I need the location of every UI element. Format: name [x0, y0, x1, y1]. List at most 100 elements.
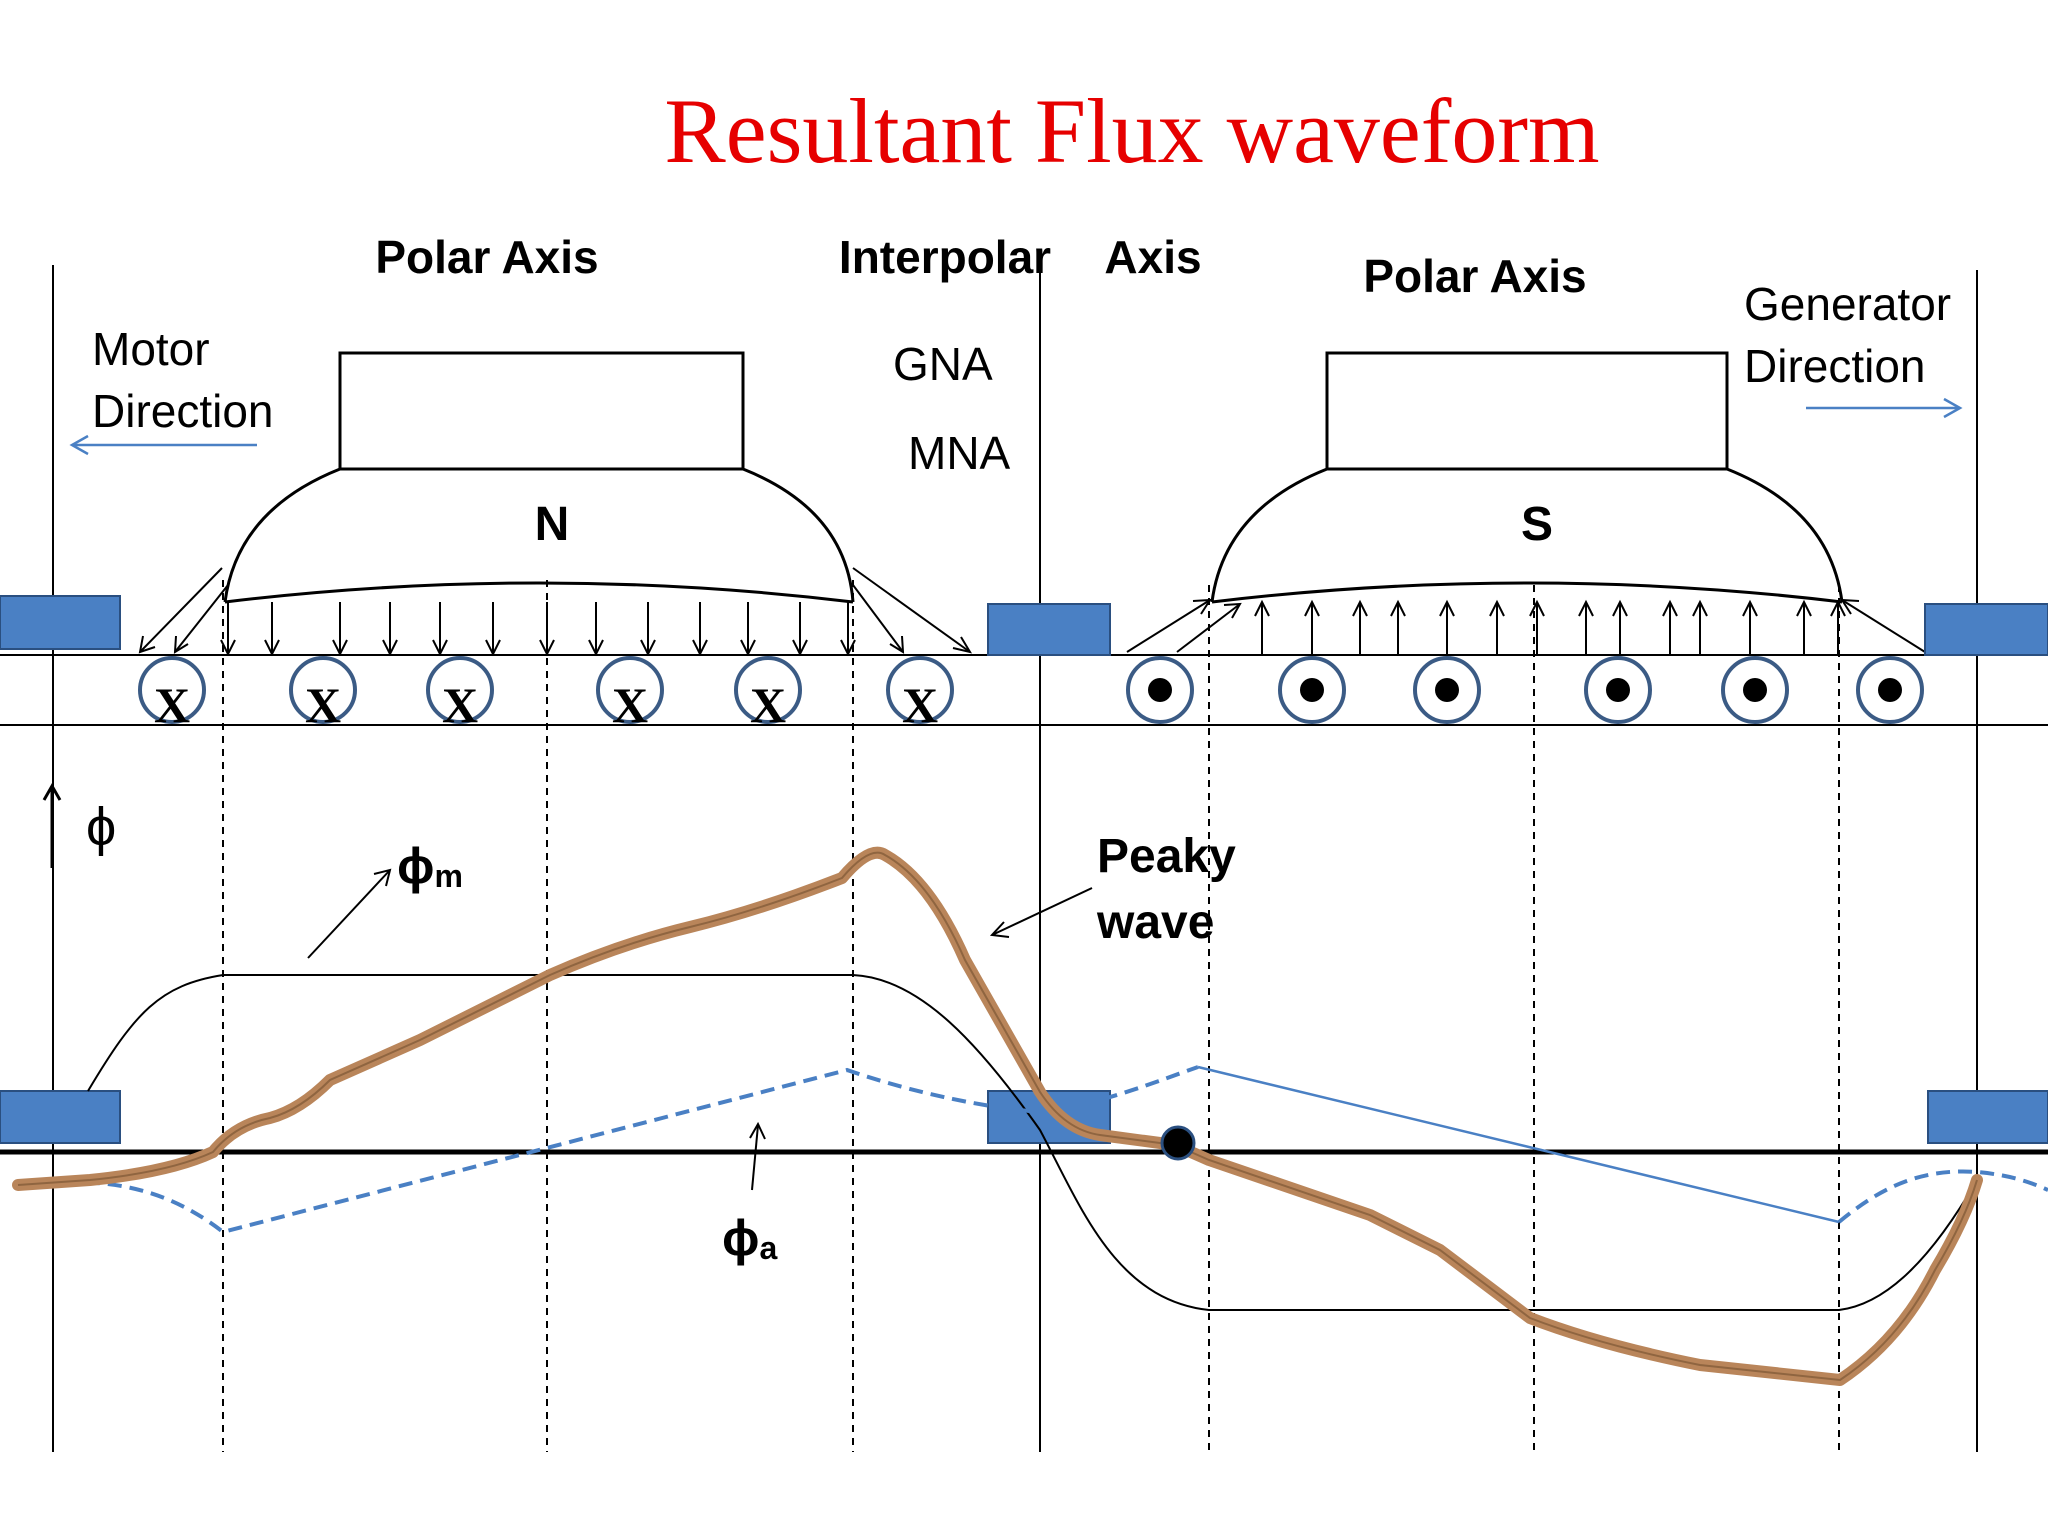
north-flux-arrow	[382, 602, 398, 657]
motor-direction-line1: Motor	[92, 323, 210, 375]
conductor-x-mark: X	[154, 677, 190, 733]
brush-top-left	[0, 595, 121, 650]
north-pole	[223, 351, 855, 604]
south-pole-core	[1325, 351, 1729, 471]
conductor-into-page: X	[289, 656, 357, 733]
conductor-into-page: X	[426, 656, 494, 733]
phi-m-label: ϕm	[397, 838, 463, 894]
peaky-wave-pointer	[989, 887, 1093, 938]
north-flux-arrow	[792, 602, 808, 657]
main-field-flux-curve	[87, 974, 1978, 1311]
south-flux-arrow	[1830, 599, 1846, 654]
polar-axis-right-label: Polar Axis	[1363, 250, 1586, 302]
brush-top-right	[1924, 603, 2048, 656]
motor-direction-line2: Direction	[92, 385, 274, 437]
brush-bottom-left	[0, 1090, 121, 1144]
north-flux-arrow	[640, 602, 656, 657]
armature-flux-curve-solid	[1197, 1065, 1840, 1224]
north-pole-core	[338, 351, 745, 471]
gna-label: GNA	[893, 338, 993, 390]
phi-axis-arrow	[42, 782, 62, 868]
axis-label: Axis	[1104, 231, 1201, 283]
fringing-flux-arrows	[138, 567, 1926, 654]
south-flux-arrow	[1742, 599, 1758, 654]
north-flux-arrow	[432, 602, 448, 657]
generator-direction-arrow	[1806, 397, 1963, 419]
south-pole-label: S	[1521, 498, 1553, 551]
diagram-title: Resultant Flux waveform	[664, 80, 1599, 182]
north-flux-arrows	[220, 602, 856, 657]
conductor-into-page: X	[734, 656, 802, 733]
north-flux-arrow	[264, 602, 280, 657]
interpolar-label: Interpolar	[839, 231, 1051, 283]
conductor-out-of-page	[1278, 656, 1346, 724]
south-flux-arrow	[1578, 599, 1594, 654]
south-pole	[1210, 351, 1844, 604]
north-flux-arrow	[840, 602, 856, 657]
conductor-x-mark: X	[902, 677, 938, 733]
conductor-out-of-page	[1721, 656, 1789, 724]
mna-label: MNA	[908, 427, 1011, 479]
conductor-into-page: X	[596, 656, 664, 733]
south-flux-arrow	[1254, 599, 1270, 654]
conductor-dot-mark	[1300, 678, 1324, 702]
north-flux-arrow	[740, 602, 756, 657]
phi-a-label: ϕa	[722, 1210, 777, 1266]
conductor-x-mark: X	[442, 677, 478, 733]
south-flux-arrow	[1439, 599, 1455, 654]
conductor-dot-mark	[1878, 678, 1902, 702]
conductor-x-mark: X	[750, 677, 786, 733]
south-flux-arrows	[1254, 599, 1846, 654]
armature-flux-curve	[19, 1065, 1199, 1235]
phi-axis-label: ϕ	[86, 797, 116, 857]
conductor-dot-mark	[1606, 678, 1630, 702]
conductor-dot-mark	[1148, 678, 1172, 702]
south-flux-arrow	[1489, 599, 1505, 654]
brushes	[0, 595, 2048, 1144]
north-pole-face	[224, 581, 854, 604]
south-flux-arrow	[1662, 599, 1678, 654]
conductor-out-of-page	[1856, 656, 1924, 724]
south-flux-arrow	[1796, 599, 1812, 654]
south-flux-arrow	[1390, 599, 1406, 654]
armature-flux-curve-tail	[1837, 1169, 2048, 1224]
south-flux-arrow	[1304, 599, 1320, 654]
south-pole-face	[1211, 581, 1843, 604]
conductor-into-page: X	[886, 656, 954, 733]
south-pole-shoe	[1210, 467, 1844, 603]
south-flux-arrow	[1692, 599, 1708, 654]
phi-a-pointer	[749, 1121, 766, 1191]
generator-direction-line1: Generator	[1744, 278, 1951, 330]
north-pole-label: N	[535, 498, 570, 551]
conductor-out-of-page	[1126, 656, 1194, 724]
north-flux-arrow	[588, 602, 604, 657]
generator-direction-line2: Direction	[1744, 340, 1926, 392]
conductor-dot-mark	[1743, 678, 1767, 702]
south-flux-arrow	[1529, 599, 1545, 654]
south-flux-arrow	[1352, 599, 1368, 654]
phi-m-pointer	[307, 868, 392, 959]
north-flux-arrow	[692, 602, 708, 657]
conductor-x-mark: X	[305, 677, 341, 733]
north-pole-shoe	[223, 467, 855, 603]
brush-bottom-right	[1927, 1090, 2048, 1144]
south-conductors	[1126, 656, 1924, 724]
peaky-wave-label-line1: Peaky	[1097, 830, 1236, 883]
conductor-x-mark: X	[612, 677, 648, 733]
south-flux-arrow	[1612, 599, 1628, 654]
mna-crossing-dot	[1160, 1125, 1196, 1161]
north-flux-arrow	[485, 602, 501, 657]
conductor-dot-mark	[1435, 678, 1459, 702]
polar-axis-left-label: Polar Axis	[375, 231, 598, 283]
north-flux-arrow	[220, 602, 236, 657]
conductor-out-of-page	[1584, 656, 1652, 724]
north-flux-arrow	[332, 602, 348, 657]
brush-top-middle	[987, 603, 1111, 656]
conductor-out-of-page	[1413, 656, 1481, 724]
north-flux-arrow	[539, 602, 555, 657]
resultant-flux-edge	[17, 851, 1978, 1382]
peaky-wave-label-line2: wave	[1096, 896, 1214, 949]
conductor-into-page: X	[138, 656, 206, 733]
